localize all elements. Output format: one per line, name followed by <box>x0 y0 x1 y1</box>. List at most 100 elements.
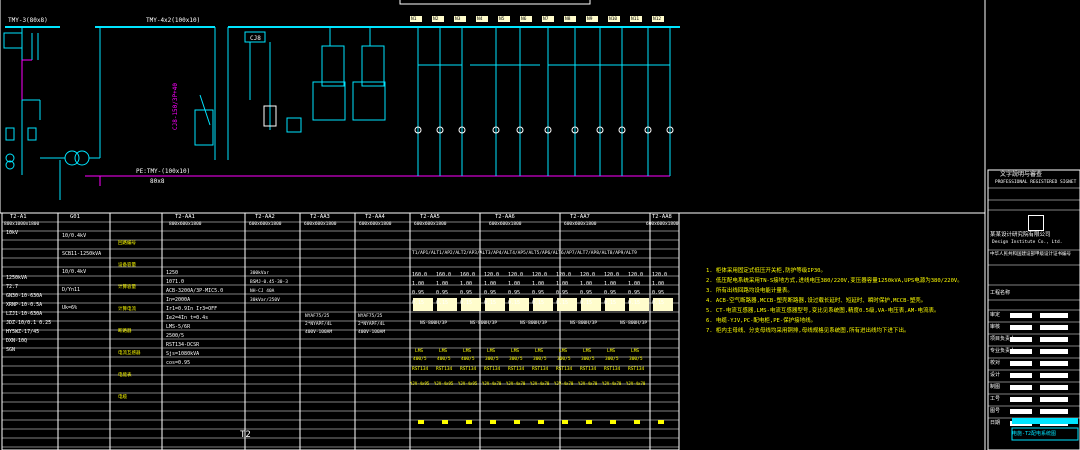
ct-cell: LMS <box>583 349 592 354</box>
ij-cell: 0.15 <box>436 300 449 306</box>
tick-mark <box>634 420 640 424</box>
col2-cell: SCB11-1250kVA <box>62 251 102 257</box>
load-header: T1/AP1/ALT1/AP2/ALT2/AP3/ALT3/AP4/ALT4/A… <box>412 251 637 256</box>
col3-cell: 1250 <box>166 270 179 276</box>
meter-circle <box>5 160 15 170</box>
meter-cell: RST134 <box>628 367 645 372</box>
column-size: 800x1000x1800 <box>4 222 40 227</box>
bus-marker <box>652 16 664 22</box>
title-row-label: 审核 <box>990 324 1001 330</box>
cable-cell: YJV-4x70 <box>626 381 646 386</box>
bus-marker-label: N8 <box>565 17 571 22</box>
feeder-breaker <box>492 126 500 134</box>
note-6: 6. 电缆-YJV,PC-配电柜,PE-保护接地线。 <box>706 318 817 324</box>
kx-cell: 1.00 <box>580 281 593 287</box>
left-cell: HY5WZ-17/45 <box>6 329 40 335</box>
cos-cell: 0.95 <box>580 290 593 296</box>
feeder-breaker <box>571 126 579 134</box>
bus-marker <box>630 16 642 22</box>
column-size: 600x600x1800 <box>564 222 597 227</box>
signature-mark <box>1010 313 1032 318</box>
column-header: T2-A1 <box>10 214 27 220</box>
col5-cell: 400V-100AM <box>305 330 333 335</box>
cos-cell: 0.95 <box>508 290 521 296</box>
ij-cell: 0.15 <box>580 300 593 306</box>
signature-mark <box>1010 373 1032 378</box>
ct-cell: LMS <box>607 349 616 354</box>
cable-cell: YJV-4x70 <box>578 381 598 386</box>
meter-cell: RST134 <box>412 367 429 372</box>
cable-cell: YJV-4x70 <box>530 381 550 386</box>
power-cell: 120.0 <box>508 272 524 278</box>
capacitor-cabinet <box>321 45 345 87</box>
ct-cell: LMS <box>487 349 496 354</box>
signature-mark <box>1040 397 1068 402</box>
col3-cell: ACB-3200A/3P-MIC5.0 <box>166 288 224 294</box>
fuse <box>27 127 37 141</box>
tick-mark <box>514 420 520 424</box>
cos-cell: 0.95 <box>436 290 449 296</box>
ij-cell: 0.15 <box>484 300 497 306</box>
table-frame <box>1 212 680 450</box>
bus-marker-label: N3 <box>455 17 461 22</box>
left-bus-label: TMY-3(80x8) <box>8 17 48 24</box>
cable-cell: YJV-4x70 <box>506 381 526 386</box>
col2-cell: Uk=6% <box>62 305 78 311</box>
upper-frame <box>0 0 986 214</box>
column-size: 800x600x1800 <box>169 222 202 227</box>
signature-mark <box>1040 313 1068 318</box>
left-cell: SGN <box>6 347 16 353</box>
note-2: 2. 低压配电系统采用TN-S接地方式,进线电压380/220V,变压器容量12… <box>706 278 963 284</box>
signature-mark <box>1040 409 1068 414</box>
col3-cell: 1071.0 <box>166 279 185 285</box>
cos-cell: 0.95 <box>460 290 473 296</box>
note-5: 5. CT-电流互感器,LMS-电流互感器型号,变比见系统图,精度0.5级,VA… <box>706 308 940 314</box>
switch-box <box>3 32 23 49</box>
title-row-label: 图号 <box>990 408 1001 414</box>
highlight-cell <box>413 298 433 311</box>
ct-ratio-cell: 300/5 <box>581 357 595 362</box>
ct-cell: LMS <box>535 349 544 354</box>
left-cell: LZJ1-10-630A <box>6 311 43 317</box>
tick-mark <box>610 420 616 424</box>
column-header: T2-AA6 <box>495 214 515 220</box>
power-cell: 120.0 <box>628 272 644 278</box>
ct-ratio-cell: 400/5 <box>461 357 475 362</box>
tick-mark <box>562 420 568 424</box>
breaker-cell: NS-800H/3P <box>620 321 648 326</box>
bus-marker <box>564 16 576 22</box>
highlight-cell <box>533 298 553 311</box>
col2-cell: D/Yn11 <box>62 287 81 293</box>
col3-cell: LMS-5/6R <box>166 324 191 330</box>
kx-cell: 1.00 <box>652 281 665 287</box>
col4-cell: NH-CJ 40A <box>250 289 275 294</box>
bus-marker <box>586 16 598 22</box>
col6-cell: NYAF75/25 <box>358 314 383 319</box>
column-size: 600x600x1800 <box>359 222 392 227</box>
ct-ratio-cell: 300/5 <box>605 357 619 362</box>
highlight-cell <box>653 298 673 311</box>
ct-cell: LMS <box>511 349 520 354</box>
feeder-breaker <box>618 126 626 134</box>
col3-cell: RST134-DCSR <box>166 342 200 348</box>
cap-fuse <box>263 105 277 127</box>
title-row-label: 工号 <box>990 396 1001 402</box>
power-cell: 120.0 <box>652 272 668 278</box>
highlight-cell <box>605 298 625 311</box>
highlight-cell <box>581 298 601 311</box>
capacitor-cabinet <box>361 45 385 87</box>
kx-cell: 1.00 <box>436 281 449 287</box>
highlight-cell <box>485 298 505 311</box>
cable-cell: YJV-4x95 <box>434 381 454 386</box>
signature-mark <box>1040 325 1068 330</box>
left-cell: 10kV <box>6 230 19 236</box>
row-label: 计算容量 <box>118 285 136 290</box>
fuse <box>5 127 15 141</box>
bus-marker-label: N12 <box>653 17 662 22</box>
ct-ratio-cell: 300/5 <box>509 357 523 362</box>
project-label: 工程名称 <box>990 290 1011 296</box>
ct-ratio-cell: 300/5 <box>557 357 571 362</box>
row-label: 设备容量 <box>118 263 136 268</box>
tick-mark <box>466 420 472 424</box>
ij-cell: 0.15 <box>508 300 521 306</box>
